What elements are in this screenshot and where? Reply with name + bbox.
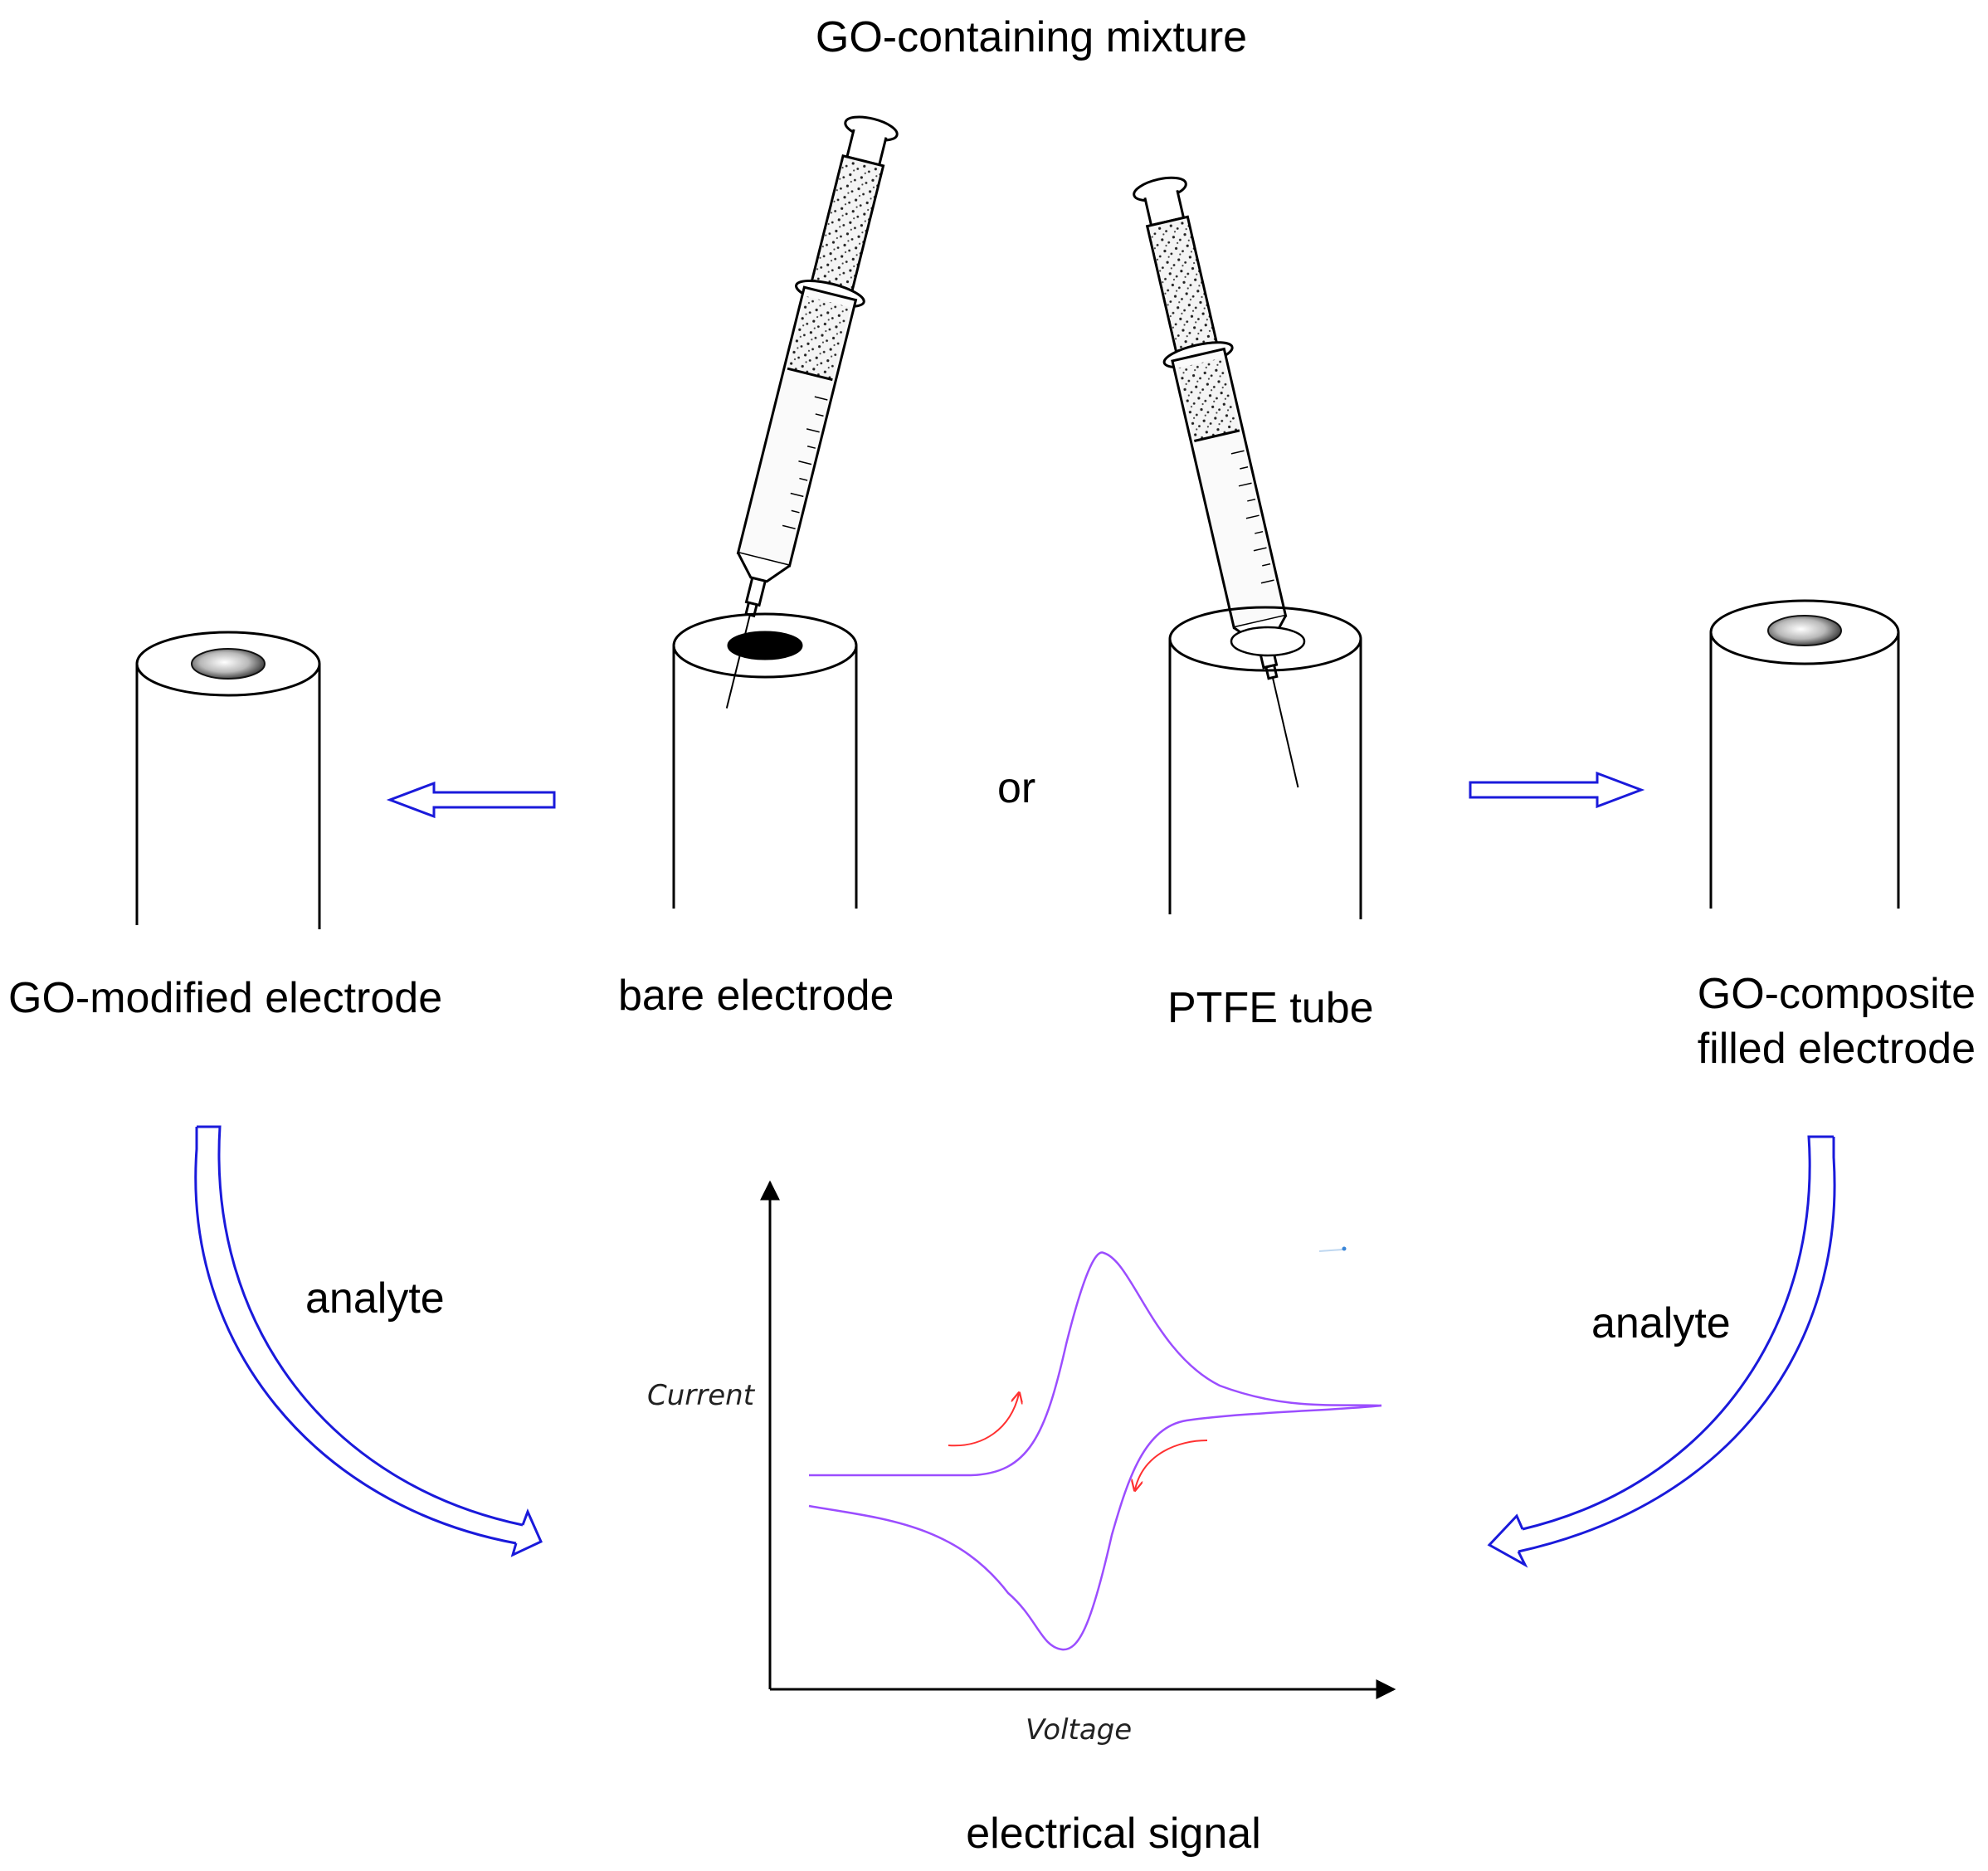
direction-arrow-down-icon: [1135, 1440, 1208, 1489]
x-axis-label: Voltage: [1026, 1713, 1133, 1747]
analyte-label-right: analyte: [1591, 1299, 1731, 1347]
cv-forward-scan: [809, 1251, 1382, 1477]
ptfe-tube-label: PTFE tube: [1167, 984, 1374, 1032]
go-composite-label-line1: GO-composite: [1697, 970, 1976, 1018]
cv-reverse-scan: [808, 1404, 1382, 1651]
go-composite-label-line2: filled electrode: [1697, 1025, 1976, 1073]
curved-arrow-right-icon: [1487, 1135, 1836, 1568]
ptfe-tube-icon: [1168, 606, 1362, 919]
chart-caption: electrical signal: [966, 1810, 1261, 1858]
speck-mark: [1318, 1246, 1347, 1252]
direction-arrow-up-icon: [948, 1394, 1019, 1447]
figure-title: GO-containing mixture: [815, 13, 1248, 61]
go-modified-electrode-icon: [135, 631, 321, 929]
analyte-label-left: analyte: [305, 1274, 445, 1323]
go-modified-electrode-label: GO-modified electrode: [8, 974, 443, 1022]
curved-arrow-left-icon: [194, 1125, 543, 1557]
go-composite-electrode-icon: [1709, 599, 1900, 909]
cv-chart: [760, 1180, 1396, 1699]
or-label: or: [997, 764, 1036, 812]
bare-electrode-icon: [672, 612, 858, 909]
syringe-icon: [1133, 176, 1299, 788]
syringe-icon: [725, 115, 899, 709]
bare-electrode-label: bare electrode: [618, 972, 894, 1020]
y-axis-label: Current: [647, 1379, 755, 1412]
right-arrow-icon: [1469, 771, 1645, 809]
left-arrow-icon: [386, 781, 556, 819]
